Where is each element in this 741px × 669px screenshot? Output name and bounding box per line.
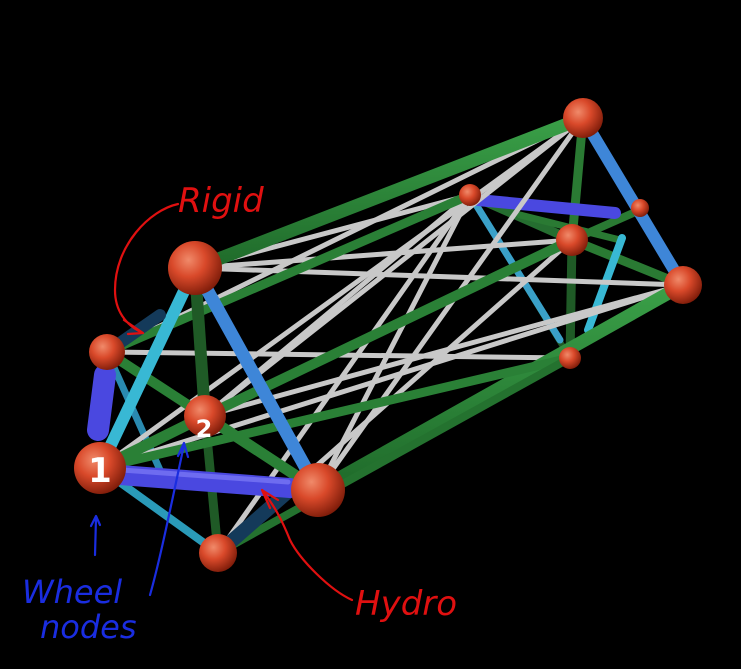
node-label-1: 1 bbox=[88, 451, 112, 491]
hydro-arrow bbox=[260, 488, 354, 602]
beam-green-back-2 bbox=[565, 235, 577, 363]
node-far-top bbox=[563, 98, 603, 138]
annotation-rigid: Rigid bbox=[113, 181, 264, 336]
beam-blue-right-1 bbox=[577, 112, 689, 291]
rigid-arrow bbox=[113, 202, 180, 336]
beam-green-long-top bbox=[188, 111, 590, 275]
beam-green-long-5 bbox=[214, 354, 574, 557]
hydro-actuator-bottom bbox=[110, 465, 300, 498]
wheel-nodes-label-line1: Wheel bbox=[22, 573, 122, 611]
node-front-left-upper bbox=[89, 334, 125, 370]
node-far-bottom bbox=[559, 347, 581, 369]
longitudinal-beams bbox=[95, 111, 690, 557]
annotation-wheel-nodes: Wheel nodes bbox=[22, 441, 190, 646]
beam-hydro-back bbox=[472, 194, 621, 219]
node-far-center bbox=[556, 224, 588, 256]
beam-green-back-5 bbox=[567, 235, 688, 290]
annotation-hydro: Hydro bbox=[260, 488, 457, 624]
beam-blue-front-1 bbox=[188, 261, 325, 497]
right-frame bbox=[577, 112, 689, 291]
node-front-top bbox=[168, 241, 222, 295]
beam-green-back-4 bbox=[567, 113, 588, 245]
node-front-right bbox=[291, 463, 345, 517]
node-wheel-1 bbox=[74, 442, 126, 494]
beam-cyan-front-1 bbox=[94, 262, 201, 474]
node-far-back-right bbox=[631, 199, 649, 217]
node-label-2: 2 bbox=[196, 415, 213, 443]
node-wheel-2 bbox=[184, 395, 226, 437]
node-front-bottom bbox=[199, 534, 237, 572]
wheel-arrow-1 bbox=[89, 514, 102, 557]
node-far-back bbox=[459, 184, 481, 206]
wheel-nodes-label-line2: nodes bbox=[40, 608, 137, 646]
beam-white-2 bbox=[192, 237, 575, 271]
hydro-label: Hydro bbox=[355, 584, 457, 624]
nodes bbox=[74, 98, 702, 572]
beam-green-long-low bbox=[95, 353, 575, 473]
beam-white-14 bbox=[97, 282, 686, 471]
node-far-right bbox=[664, 266, 702, 304]
rigid-label: Rigid bbox=[178, 181, 264, 221]
hydro-actuator-left bbox=[87, 364, 116, 441]
wheel-arrow-2 bbox=[148, 441, 190, 597]
beam-white-13 bbox=[97, 115, 586, 471]
hydro-actuator-bottom-highlight bbox=[119, 467, 291, 485]
beam-green-long-bottom bbox=[311, 278, 690, 497]
